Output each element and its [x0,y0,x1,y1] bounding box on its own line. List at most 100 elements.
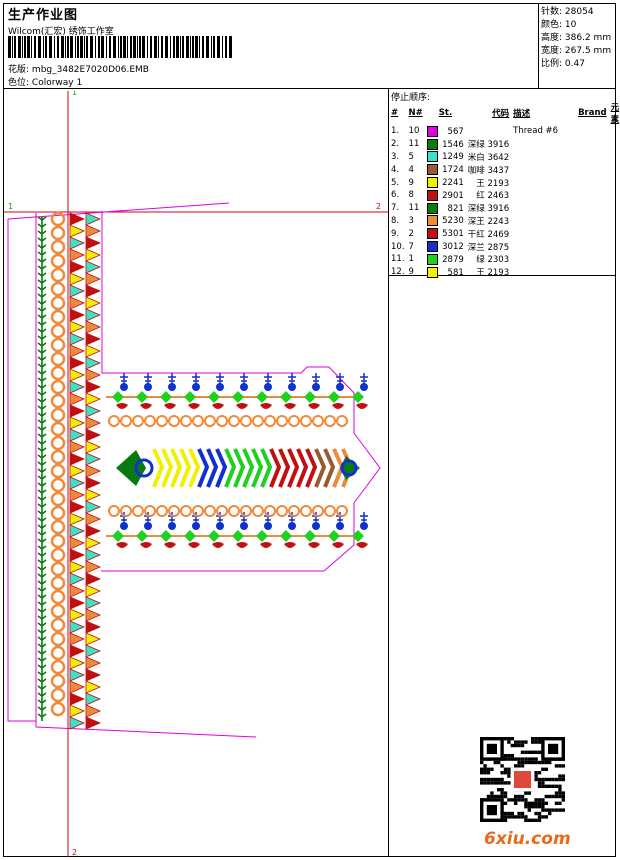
arch-stitch [336,505,348,517]
zigzag-stitch [69,608,86,622]
header-divider [3,88,616,89]
qr-module [551,784,555,788]
qr-module [544,794,548,799]
arch-stitch [300,505,312,517]
qr-module [548,777,552,782]
diamond-stitch [160,530,172,542]
qr-module [541,805,545,809]
chevron-stitch [215,448,228,488]
qr-module [524,750,528,754]
barcode-bar [225,36,227,58]
qr-module [500,777,504,782]
fern-stitch [37,524,47,532]
leaf-stitch [308,542,320,548]
diamond-stitch [232,391,244,403]
barcode-bar [199,36,200,58]
fern-stitch [37,475,47,483]
qr-module [483,777,487,782]
qr-module [503,767,508,771]
qr-module [534,750,538,754]
barcode-bar [90,36,93,58]
qr-module [493,777,497,782]
qr-module [534,798,538,802]
row-no: 5. [391,177,400,188]
qr-module [537,781,542,785]
row-stitches: 3012 [425,240,466,253]
row-desc [511,202,560,215]
barcode-bar [165,36,168,58]
loop-stitch [50,267,66,283]
color-swatch [426,215,438,227]
stat-width: 宽度: 267.5 mm [541,46,612,56]
zigzag-stitch [69,272,86,286]
zigzag-stitch [69,284,86,298]
barcode-bar [95,36,96,58]
qr-module [503,811,508,816]
row-stitches: 1249 [425,151,466,164]
stat-scale: 比例: 0.47 [541,59,585,69]
loop-stitch [50,365,66,381]
qr-module [517,764,521,768]
fern-stitch [37,265,47,273]
qr-module [507,815,511,819]
qr-module [503,737,508,741]
row-stitches: 2901 [425,189,466,202]
qr-module [541,777,545,782]
qr-module [480,760,484,765]
loop-stitch [50,435,66,451]
chevron-stitch [269,448,282,488]
qr-module [537,777,542,782]
stat-height: 高度: 386.2 mm [541,33,612,43]
zigzag-stitch [85,584,102,598]
qr-module [514,815,518,819]
row-desc [511,215,560,228]
qr-module [534,805,538,809]
barcode-bar [18,36,21,58]
qr-module [497,794,501,799]
arch-stitch [276,505,288,517]
row-code: 深绿 3916 [467,204,510,215]
fern-stitch [37,335,47,343]
chevron-stitch [161,448,174,488]
diamond-stitch [328,530,340,542]
arch-stitch [240,505,252,517]
barcode-bar [67,36,69,58]
colorway-name: Colorway 1 [31,78,83,88]
loop-stitch [50,561,66,577]
barcode-bar [65,36,66,58]
qr-module [514,771,531,788]
fern-stitch [37,552,47,560]
arch-stitch [156,415,168,427]
zigzag-stitch [85,644,102,658]
barcode-bar [158,36,159,58]
barcode-bar [213,36,215,58]
loop-stitch [50,449,66,465]
chevron-stitch [260,448,273,488]
arch-stitch [228,505,240,517]
fern-stitch [37,664,47,672]
qr-module [537,771,542,775]
fern-stitch [37,300,47,308]
diamond-stitch [136,530,148,542]
chevron-stitch [233,448,246,488]
zigzag-stitch [85,404,102,418]
fern-stitch [37,531,47,539]
dot-stitch [120,383,128,391]
fern-stitch [37,370,47,378]
zigzag-stitch [69,248,86,262]
col-no: # [391,108,399,118]
stats-divider [538,3,539,88]
fern-stitch [37,615,47,623]
qr-module [544,777,548,782]
zigzag-stitch [85,440,102,454]
zigzag-stitch [69,716,86,730]
color-swatch [426,125,438,137]
loop-stitch [50,547,66,563]
fern-stitch [37,601,47,609]
fern-stitch [37,643,47,651]
qr-module [544,784,548,788]
qr-module [531,805,535,809]
zigzag-stitch [69,632,86,646]
